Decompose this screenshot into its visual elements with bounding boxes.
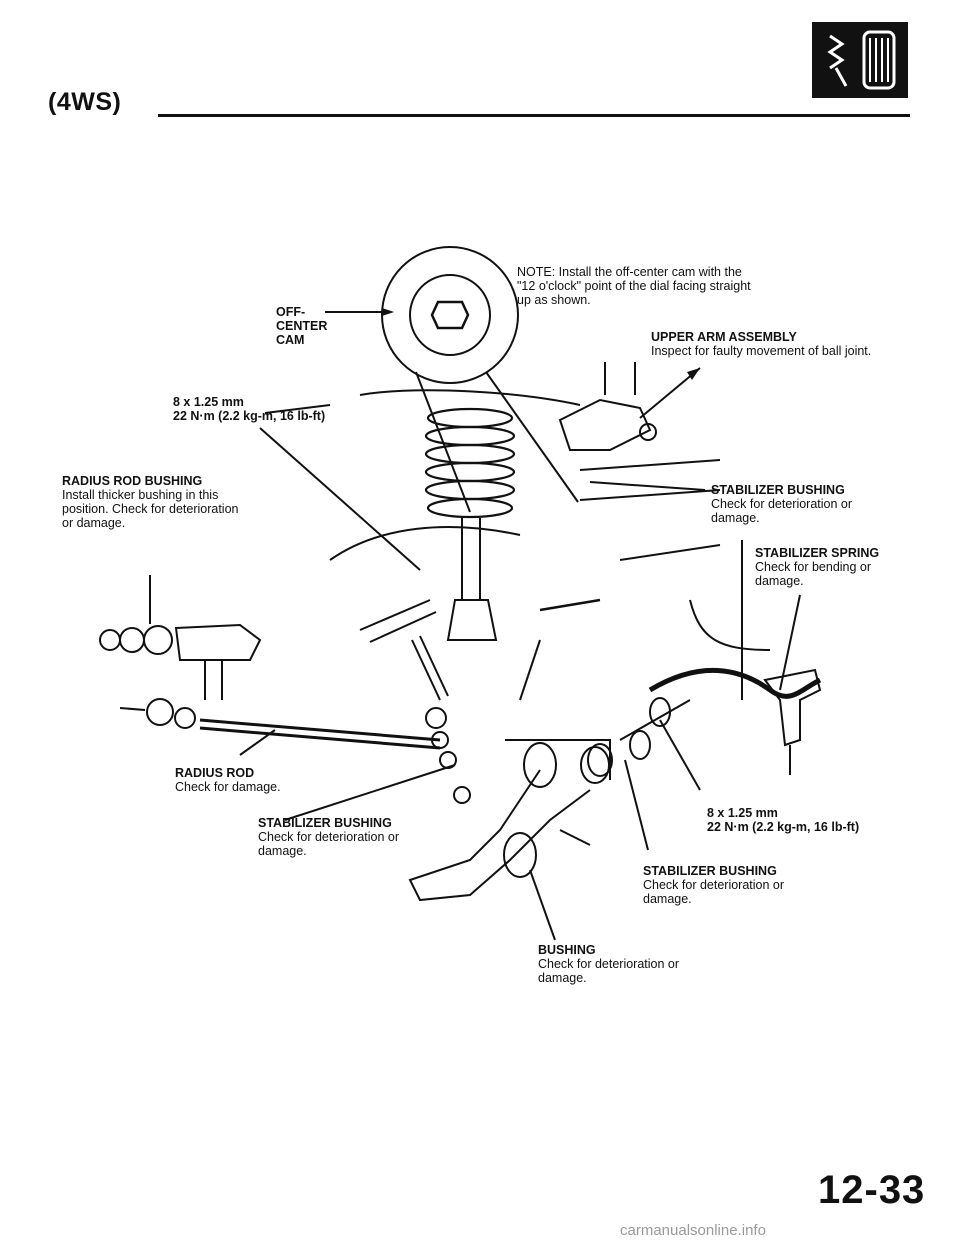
watermark-text: carmanualsonline.info xyxy=(620,1222,766,1239)
torque-spec-bottom: 8 x 1.25 mm 22 N·m (2.2 kg-m, 16 lb-ft) xyxy=(707,806,860,834)
upper-arm-assembly-callout: UPPER ARM ASSEMBLY Inspect for faulty mo… xyxy=(651,330,872,358)
stabilizer-bushing-lower-callout: STABILIZER BUSHING Check for deteriorati… xyxy=(643,864,785,906)
stabilizer-bushing-left-callout: STABILIZER BUSHING Check for deteriorati… xyxy=(258,816,400,858)
off-center-cam-callout: OFF-CENTER CAM xyxy=(276,305,328,347)
stabilizer-spring-callout: STABILIZER SPRING Check for bending or d… xyxy=(755,546,880,588)
shock-absorber-icon xyxy=(812,22,908,98)
note-callout: NOTE: Install the off-center cam with th… xyxy=(517,265,751,307)
stabilizer-bushing-upper-callout: STABILIZER BUSHING Check for deteriorati… xyxy=(711,483,853,525)
radius-rod-callout: RADIUS ROD Check for damage. xyxy=(175,766,281,794)
torque-spec-top: 8 x 1.25 mm 22 N·m (2.2 kg-m, 16 lb-ft) xyxy=(173,395,326,423)
page-title: (4WS) xyxy=(48,88,122,116)
header-rule xyxy=(158,114,910,117)
bushing-callout: BUSHING Check for deterioration or damag… xyxy=(538,943,680,985)
radius-rod-bushing-callout: RADIUS ROD BUSHING Install thicker bushi… xyxy=(62,474,239,530)
page-number: 12-33 xyxy=(818,1168,926,1212)
